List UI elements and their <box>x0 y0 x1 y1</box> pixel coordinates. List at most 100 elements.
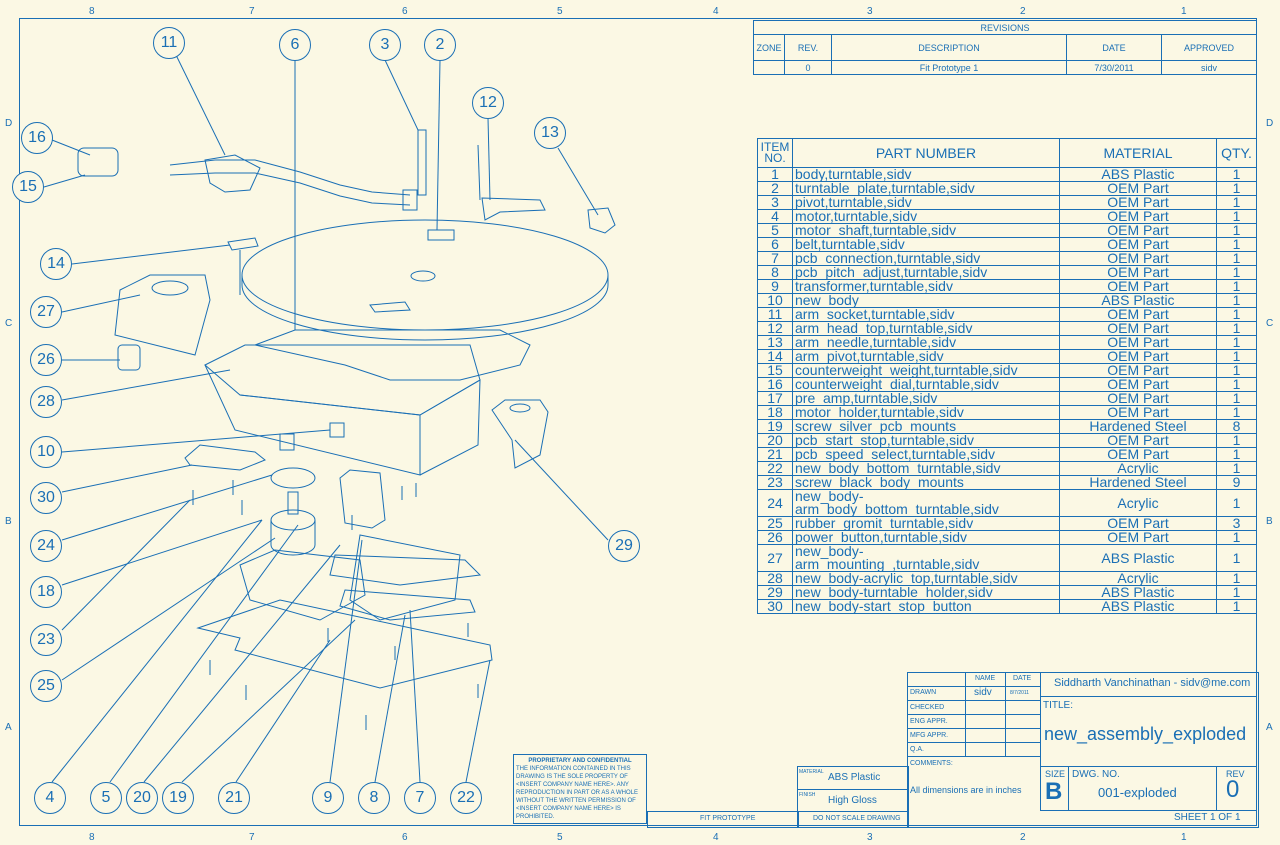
bom-qty: 1 <box>1216 293 1257 308</box>
bom-part-number: motor,turntable,sidv <box>792 209 1060 224</box>
bom-material: OEM Part <box>1059 307 1217 322</box>
proprietary-body: THE INFORMATION CONTAINED IN THIS DRAWIN… <box>516 766 639 820</box>
tb-rev-label: REV <box>1226 769 1245 779</box>
bom-part-number: counterweight_dial,turntable,sidv <box>792 377 1060 392</box>
callout-bubble-2: 2 <box>424 29 456 61</box>
callout-bubble-12: 12 <box>472 87 504 119</box>
bom-item-no: 30 <box>757 599 793 614</box>
bom-part-number: pivot,turntable,sidv <box>792 195 1060 210</box>
bom-part-number: screw_black_body_mounts <box>792 475 1060 490</box>
callout-bubble-25: 25 <box>30 670 62 702</box>
rev-approved: sidv <box>1161 60 1257 75</box>
bom-material: OEM Part <box>1059 363 1217 378</box>
bom-item-no: 29 <box>757 585 793 600</box>
tb-dwg-label: DWG. NO. <box>1072 769 1120 780</box>
tb-mfg-label: MFG APPR. <box>910 732 949 739</box>
arm-mounting <box>114 274 211 356</box>
tb-drawn-name: sidv <box>974 687 992 698</box>
zone-label-top-8: 8 <box>89 6 95 17</box>
zone-label-left-C: C <box>5 318 13 329</box>
acrylic-top <box>253 329 531 381</box>
bom-part-number: power_button,turntable,sidv <box>792 530 1060 545</box>
bom-part-number: turntable_plate,turntable,sidv <box>792 181 1060 196</box>
proprietary-notice: PROPRIETARY AND CONFIDENTIAL THE INFORMA… <box>513 754 647 824</box>
bom-part-number: new_body-acrylic_top,turntable,sidv <box>792 571 1060 586</box>
zone-label-top-4: 4 <box>713 6 719 17</box>
zone-label-bottom-2: 2 <box>1020 832 1026 843</box>
start-stop-pcb <box>184 444 266 471</box>
platter-edge <box>241 275 609 341</box>
zone-label-top-5: 5 <box>557 6 563 17</box>
tb-title: new_assembly_exploded <box>1044 724 1247 744</box>
zone-label-top-7: 7 <box>249 6 255 17</box>
tb-comments-label: COMMENTS: <box>910 760 953 767</box>
turntable-holder <box>491 399 549 469</box>
tb-comment-text: All dimensions are in inches <box>910 785 1022 795</box>
callout-bubble-3: 3 <box>369 29 401 61</box>
bom-material: ABS Plastic <box>1059 544 1217 572</box>
body-front <box>204 364 421 476</box>
zone-label-bottom-4: 4 <box>713 832 719 843</box>
zone-label-top-3: 3 <box>867 6 873 17</box>
motor <box>270 509 316 531</box>
bom-item-no: 12 <box>757 321 793 336</box>
bom-part-number: new_body-turntable_holder,sidv <box>792 585 1060 600</box>
bottom-plate <box>196 599 493 689</box>
bom-header-material: MATERIAL <box>1059 138 1217 168</box>
rev-header-rev: REV. <box>784 34 832 61</box>
drawing-frame <box>19 18 1257 826</box>
callout-bubble-16: 16 <box>21 122 53 154</box>
tb-title-label: TITLE: <box>1043 700 1074 711</box>
zone-label-right-C: C <box>1266 318 1274 329</box>
tb-material-label: MATERIAL <box>799 769 824 775</box>
bom-qty: 1 <box>1216 489 1257 517</box>
bom-part-number: arm_needle,turntable,sidv <box>792 335 1060 350</box>
bom-material: Hardened Steel <box>1059 475 1217 490</box>
bom-qty: 1 <box>1216 530 1257 545</box>
zone-label-bottom-5: 5 <box>557 832 563 843</box>
callout-bubble-22: 22 <box>450 782 482 814</box>
zone-label-top-1: 1 <box>1181 6 1187 17</box>
bom-material: OEM Part <box>1059 181 1217 196</box>
tb-checked-label: CHECKED <box>910 704 945 711</box>
callout-bubble-23: 23 <box>30 624 62 656</box>
tb-author: Siddharth Vanchinathan - sidv@me.com <box>1054 677 1251 689</box>
zone-label-bottom-8: 8 <box>89 832 95 843</box>
zone-label-top-6: 6 <box>402 6 408 17</box>
callout-bubble-27: 27 <box>30 296 62 328</box>
exploded-assembly-view <box>43 54 616 783</box>
zone-label-top-2: 2 <box>1020 6 1026 17</box>
callout-bubble-9: 9 <box>312 782 344 814</box>
bom-material: Acrylic <box>1059 571 1217 586</box>
callout-bubble-20: 20 <box>126 782 158 814</box>
bom-part-number: transformer,turntable,sidv <box>792 279 1060 294</box>
bom-item-no: 24 <box>757 489 793 517</box>
bom-qty: 1 <box>1216 447 1257 462</box>
proprietary-title: PROPRIETARY AND CONFIDENTIAL <box>528 758 632 764</box>
platter-top <box>241 219 609 331</box>
tb-name-header: NAME <box>975 675 996 682</box>
callout-bubble-19: 19 <box>162 782 194 814</box>
tb-fit-prototype: FIT PROTOTYPE <box>700 815 756 822</box>
revisions-title: REVISIONS <box>753 20 1257 35</box>
bom-part-number: motor_shaft,turntable,sidv <box>792 223 1060 238</box>
tb-sheet: SHEET 1 OF 1 <box>1174 812 1241 823</box>
bom-material: Acrylic <box>1059 489 1217 517</box>
zone-label-right-A: A <box>1266 722 1273 733</box>
callout-bubble-7: 7 <box>404 782 436 814</box>
